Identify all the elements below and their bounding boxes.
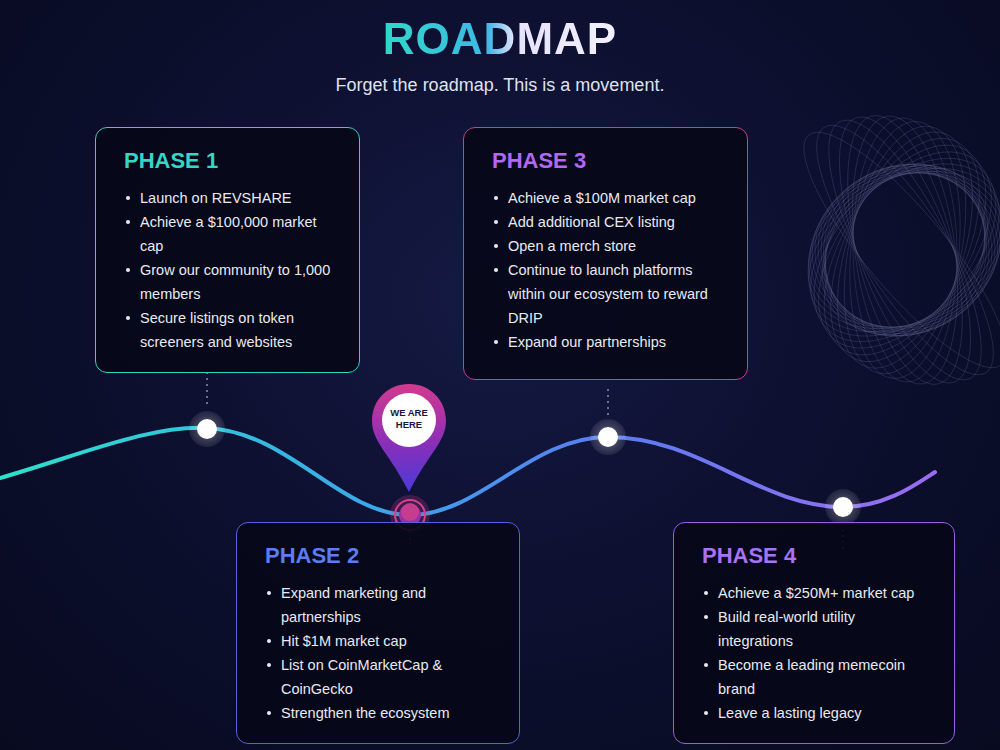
phase-heading: PHASE 3 — [492, 148, 725, 174]
milestone-dots — [189, 411, 861, 535]
phase-bullet: Add additional CEX listing — [492, 210, 725, 234]
phase-heading: PHASE 1 — [124, 148, 337, 174]
subtitle: Forget the roadmap. This is a movement. — [0, 75, 1000, 96]
phase-heading: PHASE 4 — [702, 543, 932, 569]
diagram-title: ROADMAP — [0, 14, 1000, 64]
phase-bullet: Achieve a $100M market cap — [492, 186, 725, 210]
phase-bullet: Continue to launch platforms within our … — [492, 258, 725, 330]
phase-box: PHASE 1 Launch on REVSHAREAchieve a $100,… — [95, 127, 360, 373]
pin-shape — [370, 382, 448, 494]
phase-heading: PHASE 2 — [265, 543, 497, 569]
location-pin: WE ARE HERE — [370, 382, 448, 494]
pin-label: WE ARE HERE — [384, 407, 434, 431]
phase-bullet: List on CoinMarketCap & CoinGecko — [265, 653, 497, 701]
phase-bullet: Achieve a $250M+ market cap — [702, 581, 932, 605]
title-text: ROADMAP — [383, 14, 617, 63]
phase-bullet: Launch on REVSHARE — [124, 186, 337, 210]
phase-bullet: Become a leading memecoin brand — [702, 653, 932, 701]
phase-bullet: Strengthen the ecosystem — [265, 701, 497, 725]
phase-bullet: Open a merch store — [492, 234, 725, 258]
phase-bullet: Secure listings on token screeners and w… — [124, 306, 337, 354]
spiral-lines — [778, 102, 1000, 399]
phase-box: PHASE 3 Achieve a $100M market capAdd add… — [463, 127, 748, 380]
phase-box: PHASE 2 Expand marketing and partnerships… — [236, 522, 520, 744]
phase-bullet: Achieve a $100,000 market cap — [124, 210, 337, 258]
wave-line — [0, 428, 935, 515]
phase-bullet: Grow our community to 1,000 members — [124, 258, 337, 306]
phase-bullet: Expand marketing and partnerships — [265, 581, 497, 629]
phase-bullet: Leave a lasting legacy — [702, 701, 932, 725]
phase-bullet: Build real-world utility integrations — [702, 605, 932, 653]
phase-box: PHASE 4 Achieve a $250M+ market capBuild … — [673, 522, 955, 744]
phase-bullet: Hit $1M market cap — [265, 629, 497, 653]
phase-bullet: Expand our partnerships — [492, 330, 725, 354]
